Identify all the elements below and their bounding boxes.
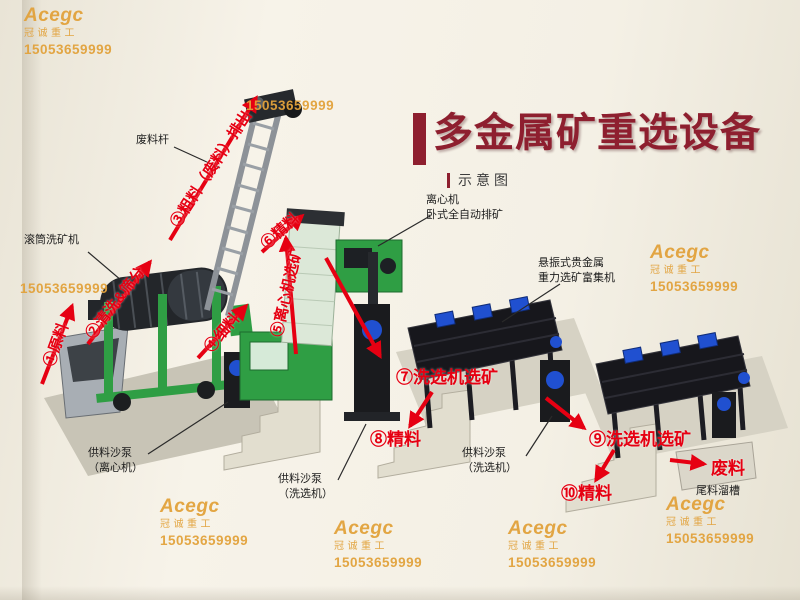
label-centrifuge: 离心机 卧式全自动排矿 [426, 194, 503, 221]
label-feed-pump-centrifuge: 供料沙泵 （离心机） [88, 447, 143, 474]
brand-phone-watermark: 15053659999 [20, 281, 109, 296]
label-tailings-chute: 尾料溜槽 [696, 485, 740, 497]
flow-label-waste: 废料 [711, 459, 745, 478]
label-waste-rod: 废料杆 [136, 134, 169, 146]
brand-phone: 15053659999 [24, 41, 113, 57]
brand-logo: Acegc [24, 5, 84, 26]
waste-discharge-ladder-illustration [204, 89, 302, 317]
subtitle-text: 示意图 [458, 172, 512, 188]
brand-watermark: Acegc 冠诚重工 15053659999 [160, 496, 249, 548]
brand-company: 冠诚重工 [24, 27, 78, 39]
label-suspension-concentrator: 悬振式贵金属 重力选矿富集机 [538, 257, 615, 284]
page-title: 多金属矿重选设备 [433, 111, 761, 155]
diagram-subtitle: 示意图 [447, 170, 512, 190]
flow-label-concentrate-10: ⑩精料 [561, 484, 612, 503]
centrifuge-illustration [239, 208, 403, 421]
flow-label-concentrate-8: ⑧精料 [370, 430, 421, 449]
brand-watermark: Acegc 冠诚重工 15053659999 [24, 6, 112, 59]
subtitle-accent-bar [447, 172, 450, 188]
title-accent-bar [413, 113, 426, 165]
label-leader-lines [87, 146, 561, 481]
brand-watermark: Acegc 冠诚重工 15053659999 [334, 518, 423, 570]
shaker-table-2-illustration [595, 332, 751, 459]
brand-watermark: Acegc 冠诚重工 15053659999 [508, 518, 597, 570]
brand-watermark: Acegc 冠诚重工 15053659999 [650, 242, 739, 294]
brand-phone-watermark: 15053659999 [246, 98, 335, 113]
flow-label-washer-separation-7: ⑦洗选机选矿 [396, 368, 498, 387]
tailings-chute-illustration [675, 441, 757, 491]
flow-arrows [40, 95, 708, 483]
flow-label-washer-separation-9: ⑨洗选机选矿 [589, 430, 691, 449]
diagram-title-block: 多金属矿重选设备 [413, 108, 761, 165]
shaker1-feed-pump-illustration [344, 304, 400, 421]
brand-watermark: Acegc 冠诚重工 15053659999 [666, 494, 755, 546]
label-feed-pump-washer-2: 供料沙泵 （洗选机） [462, 447, 517, 474]
label-trommel-washer: 滚筒洗矿机 [24, 234, 79, 246]
label-feed-pump-washer-1: 供料沙泵 （洗选机） [278, 473, 333, 500]
